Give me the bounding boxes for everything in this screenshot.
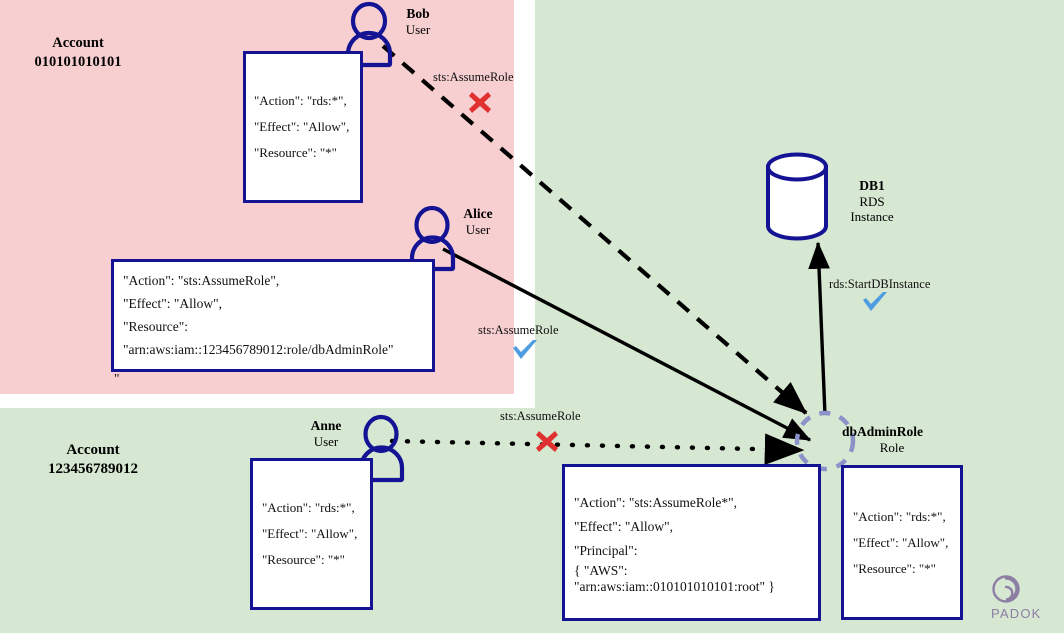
- policy-bob-line-1: "Action": "rds:*",: [254, 93, 347, 108]
- account-label-b: Account 123456789012: [12, 441, 174, 479]
- account-b-kind: Account: [66, 442, 120, 458]
- policy-role-line-1: "Action": "rds:*",: [853, 508, 946, 524]
- edge-label-anne-assumerole: sts:AssumeRole: [500, 409, 581, 423]
- policy-role-line-3: "Resource": "*": [853, 560, 936, 576]
- account-b-id: 123456789012: [48, 461, 138, 478]
- account-label-a: Account 010101010101: [0, 34, 156, 71]
- node-label-dbadminrole: dbAdminRole Role: [842, 424, 946, 455]
- account-a-id: 010101010101: [34, 53, 122, 70]
- policy-document-trust: "Action": "sts:AssumeRole*", "Effect": "…: [562, 464, 821, 621]
- node-label-anne: Anne User: [288, 418, 364, 449]
- alice-type: User: [465, 221, 491, 237]
- policy-trust-line-1: "Action": "sts:AssumeRole*",: [574, 495, 738, 511]
- node-label-bob: Bob User: [380, 6, 456, 37]
- node-label-db1: DB1 RDS Instance: [830, 178, 914, 225]
- policy-alice-line-1: "Action": "sts:AssumeRole",: [123, 273, 280, 288]
- node-label-alice: Alice User: [440, 206, 516, 237]
- policy-alice-line-4: "arn:aws:iam::123456789012:role/dbAdminR…: [123, 342, 394, 357]
- anne-type: User: [313, 433, 339, 449]
- policy-trust-line-2: "Effect": "Allow",: [574, 519, 674, 535]
- policy-bob-line-2: "Effect": "Allow",: [254, 119, 350, 134]
- dbadminrole-type: Role: [879, 439, 905, 455]
- policy-document-alice: "Action": "sts:AssumeRole", "Effect": "A…: [111, 259, 435, 372]
- policy-anne-line-3: "Resource": "*": [262, 552, 345, 567]
- policy-trust-principal-line-2: "arn:aws:iam::010101010101:root" }: [574, 578, 775, 594]
- policy-anne-line-1: "Action": "rds:*",: [262, 500, 355, 515]
- policy-role-line-2: "Effect": "Allow",: [853, 534, 949, 550]
- bob-type: User: [405, 21, 431, 37]
- alice-name: Alice: [463, 206, 493, 221]
- dbadminrole-name: dbAdminRole: [842, 424, 924, 439]
- policy-trust-principal-line-1: { "AWS":: [574, 563, 628, 579]
- db1-name: DB1: [859, 178, 885, 193]
- edge-label-alice-assumerole: sts:AssumeRole: [478, 323, 559, 337]
- policy-alice-line-2: "Effect": "Allow",: [123, 296, 223, 311]
- account-a-kind: Account: [52, 35, 104, 51]
- db1-type-line2: Instance: [850, 209, 894, 225]
- policy-bob-line-3: "Resource": "*": [254, 145, 337, 160]
- policy-anne-line-2: "Effect": "Allow",: [262, 526, 358, 541]
- policy-trust-line-3: "Principal":: [574, 543, 638, 559]
- edge-label-rds-startdbinstance: rds:StartDBInstance: [829, 277, 931, 291]
- policy-alice-trailing-quote: ": [114, 371, 120, 386]
- policy-document-bob: "Action": "rds:*", "Effect": "Allow", "R…: [243, 51, 363, 203]
- anne-name: Anne: [310, 418, 342, 433]
- policy-alice-line-3: "Resource":: [123, 319, 189, 334]
- bob-name: Bob: [406, 6, 430, 21]
- policy-document-dbadminrole: "Action": "rds:*", "Effect": "Allow", "R…: [841, 465, 963, 620]
- edge-label-bob-assumerole: sts:AssumeRole: [433, 70, 514, 84]
- policy-document-anne: "Action": "rds:*", "Effect": "Allow", "R…: [250, 458, 373, 610]
- db1-type-line1: RDS: [859, 193, 885, 209]
